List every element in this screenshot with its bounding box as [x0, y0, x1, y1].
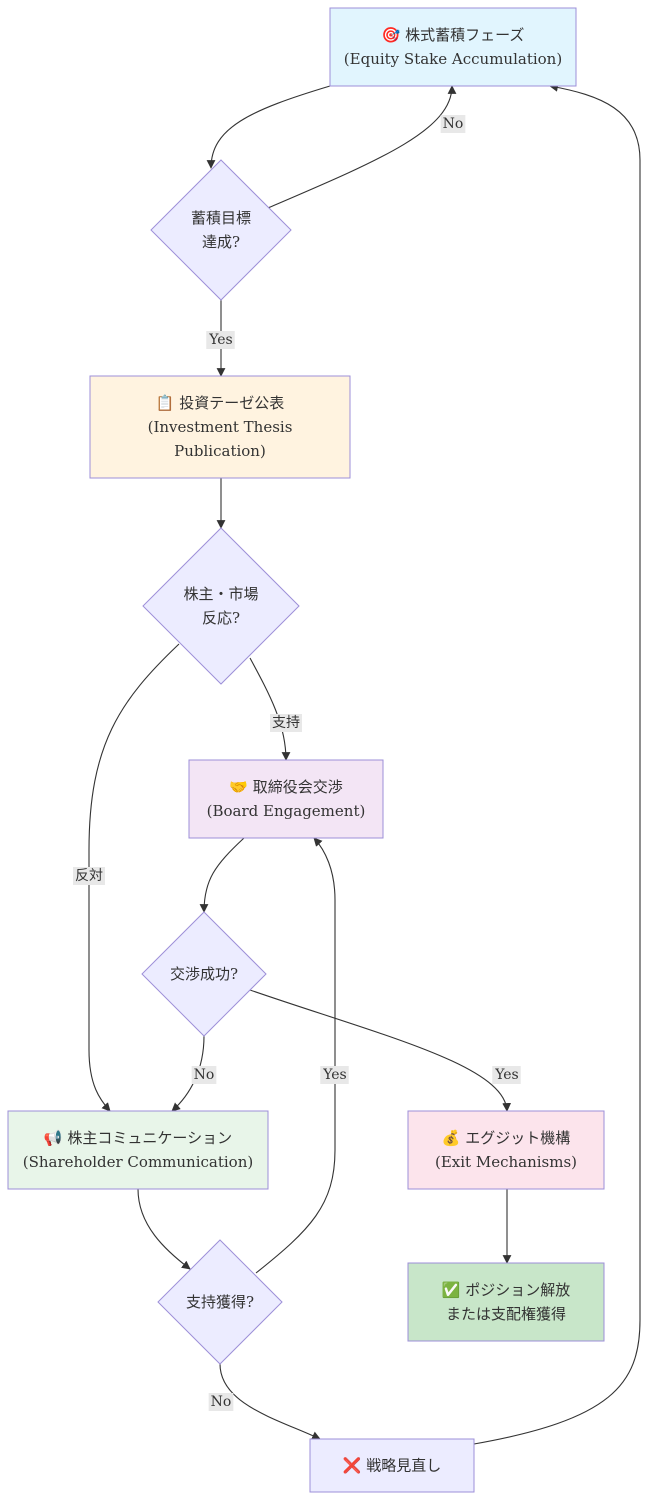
edge-label-background — [73, 867, 105, 885]
node-review: ❌ 戦略見直し — [309, 1438, 475, 1493]
node-label-line: Publication) — [174, 442, 266, 460]
edge-reaction-board — [249, 657, 291, 761]
edge-review-accum — [473, 83, 641, 1445]
decision-diamond — [157, 1239, 283, 1365]
edge-negotiate-exit — [249, 989, 512, 1112]
node-label-line: 交渉成功? — [170, 965, 238, 983]
node-label-line: (Equity Stake Accumulation) — [344, 50, 562, 68]
node-label-line: または支配権獲得 — [446, 1305, 566, 1323]
node-label-line: (Investment Thesis — [148, 418, 293, 436]
edge-label-reaction-board: 支持 — [270, 714, 302, 732]
edge-label-background — [208, 1393, 234, 1411]
node-label-line: 反応? — [202, 609, 240, 627]
node-board: 🤝 取締役会交渉 (Board Engagement) — [188, 759, 384, 839]
node-label-line: 📢 株主コミュニケーション — [44, 1129, 232, 1147]
edge-label-background — [206, 331, 235, 349]
node-label-line: (Exit Mechanisms) — [435, 1153, 577, 1171]
edges-layer — [88, 83, 641, 1445]
node-label-line: 💰 エグジット機構 — [442, 1129, 570, 1147]
edge-support-review — [219, 1363, 321, 1440]
edge-label-text: No — [194, 1067, 215, 1083]
process-box — [309, 1438, 475, 1493]
edge-label-text: Yes — [494, 1067, 519, 1083]
node-label-line: (Board Engagement) — [207, 802, 366, 820]
node-label-line: 📋 投資テーゼ公表 — [156, 394, 284, 412]
edge-label-text: No — [211, 1394, 232, 1410]
edge-label-background — [492, 1066, 521, 1084]
node-label-line: 達成? — [202, 233, 240, 251]
node-exit: 💰 エグジット機構 (Exit Mechanisms) — [407, 1110, 605, 1190]
edge-accum-target — [206, 85, 331, 169]
decision-diamond — [142, 527, 300, 685]
node-label-line: 🤝 取締役会交渉 — [229, 778, 342, 796]
edge-label-background — [320, 1066, 349, 1084]
edge-label-negotiate-exit: Yes — [492, 1066, 521, 1084]
process-box — [7, 1110, 269, 1190]
node-support: 支持獲得? — [157, 1239, 283, 1365]
node-label-line: 支持獲得? — [186, 1293, 254, 1311]
edge-label-text: Yes — [322, 1067, 347, 1083]
edge-label-text: No — [443, 116, 464, 132]
edge-board-negotiate — [199, 837, 245, 913]
process-box — [329, 7, 577, 87]
edge-comm-support — [137, 1188, 191, 1270]
process-box — [89, 375, 351, 479]
edge-label-support-review: No — [208, 1393, 234, 1411]
edge-target-accum — [267, 85, 457, 209]
process-box — [407, 1262, 605, 1342]
edge-label-negotiate-comm: No — [191, 1066, 217, 1084]
edge-label-background — [270, 714, 302, 732]
decision-diamond — [150, 159, 292, 301]
edge-label-text: 反対 — [75, 868, 103, 884]
process-box — [188, 759, 384, 839]
node-label-line: 蓄積目標 — [191, 209, 251, 227]
edge-support-board — [255, 837, 336, 1274]
node-label-line: ✅ ポジション解放 — [442, 1281, 570, 1299]
edge-label-target-thesis: Yes — [206, 331, 235, 349]
edge-label-text: 支持 — [272, 715, 300, 731]
node-negotiate: 交渉成功? — [141, 911, 267, 1037]
node-comm: 📢 株主コミュニケーション (Shareholder Communication) — [7, 1110, 269, 1190]
node-label-line: (Shareholder Communication) — [23, 1153, 253, 1171]
edge-label-text: Yes — [208, 332, 233, 348]
node-label-line: 🎯 株式蓄積フェーズ — [382, 26, 525, 44]
process-box — [407, 1110, 605, 1190]
node-accum: 🎯 株式蓄積フェーズ (Equity Stake Accumulation) — [329, 7, 577, 87]
edge-label-target-accum: No — [440, 115, 466, 133]
edge-label-reaction-comm: 反対 — [73, 867, 105, 885]
node-label-line: ❌ 戦略見直し — [343, 1457, 441, 1475]
decision-diamond — [141, 911, 267, 1037]
nodes-layer: 🎯 株式蓄積フェーズ (Equity Stake Accumulation) 蓄積目… — [7, 7, 605, 1493]
edge-reaction-comm — [88, 643, 180, 1112]
node-label-line: 株主・市場 — [183, 585, 258, 603]
edge-label-background — [191, 1066, 217, 1084]
edge-label-background — [440, 115, 466, 133]
edge-label-support-board: Yes — [320, 1066, 349, 1084]
